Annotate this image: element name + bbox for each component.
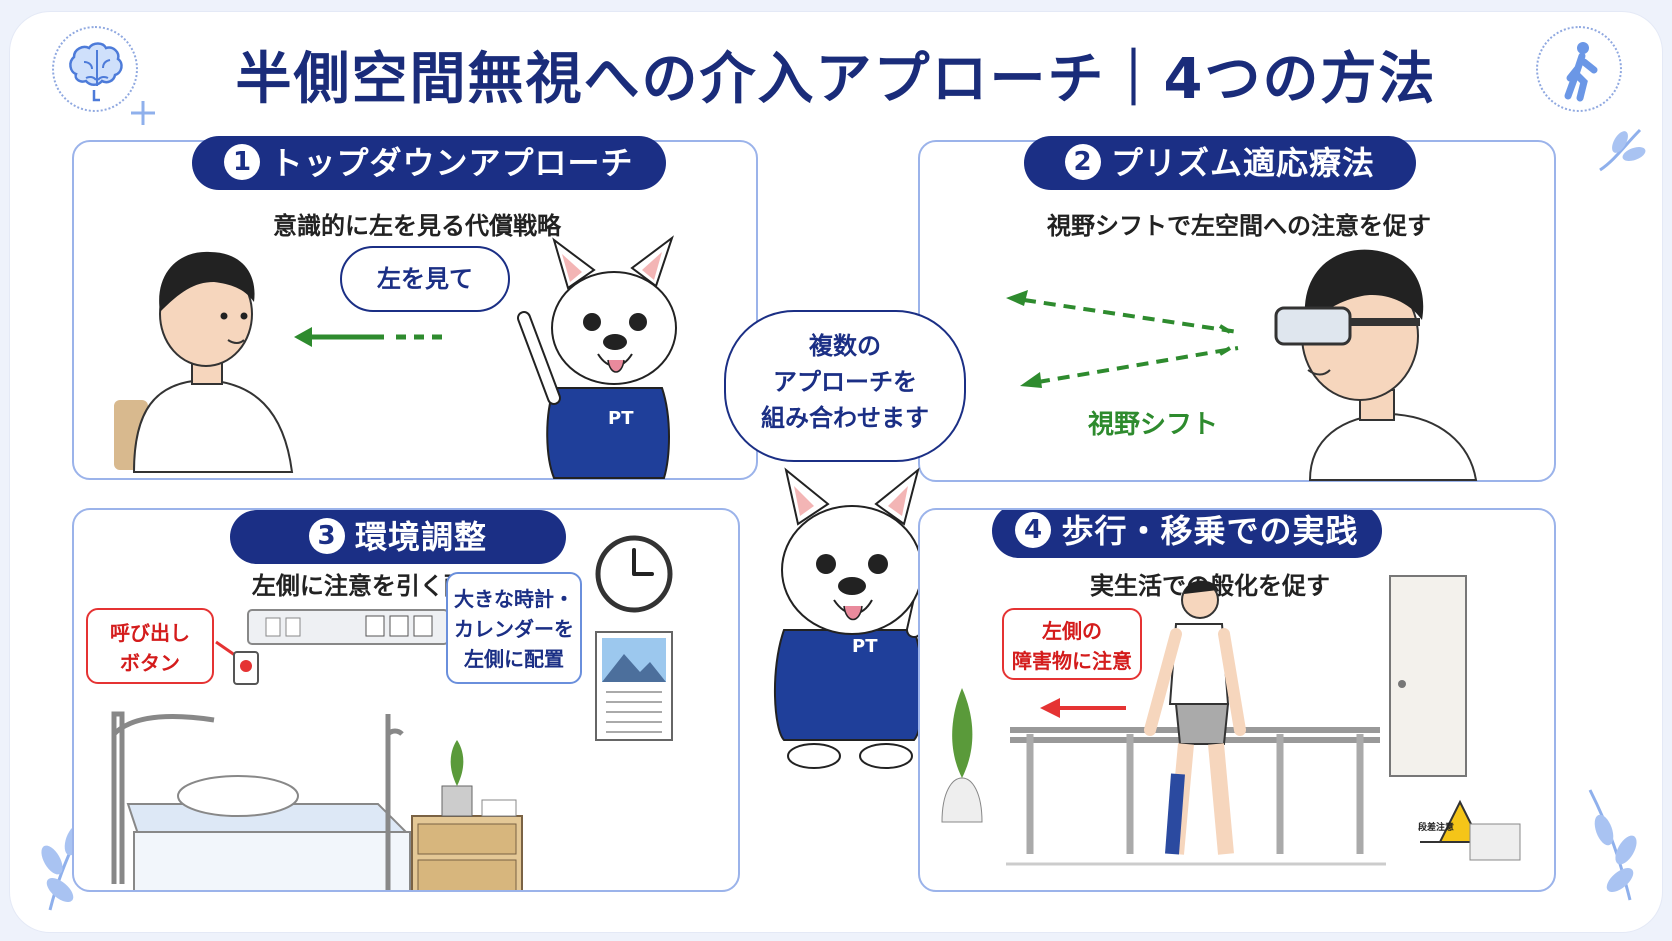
obstacle-note-line-2: 障害物に注意 <box>1012 649 1132 673</box>
clock-note-line-1: 大きな時計・ <box>454 587 574 611</box>
center-bubble-line-2: アプローチを <box>773 368 917 396</box>
heading-text-4: 歩行・移乗での実践 <box>1061 512 1359 550</box>
wall-calendar-icon <box>595 631 673 741</box>
brain-icon <box>69 42 123 102</box>
pt-dog-illustration <box>517 235 677 479</box>
look-left-arrow <box>294 327 444 347</box>
parallel-bars-walking-illustration <box>941 575 1521 866</box>
brain-icon-frame <box>52 26 138 112</box>
step-number-3: 3 <box>308 518 345 554</box>
subtitle-2: 視野シフトで左空間への注意を促す <box>1047 212 1431 240</box>
pt-badge: PT <box>608 408 634 429</box>
step-number-4: 4 <box>1015 512 1052 548</box>
subtitle-1: 意識的に左を見る代償戦略 <box>273 212 561 240</box>
panel-walking-transfer-practice: 4歩行・移乗での実践 実生活での般化を促す 左側の 障害物に注意 段差注意 <box>918 508 1556 892</box>
walker-icon-frame <box>1536 26 1622 112</box>
visual-shift-label: 視野シフト <box>1088 410 1219 440</box>
step-number-2: 2 <box>1064 144 1101 180</box>
sparkle-icon <box>131 101 155 125</box>
clock-note-line-2: カレンダーを <box>454 617 574 641</box>
obstacle-left-arrow <box>1040 698 1126 718</box>
visual-field-shift-arrows <box>1006 290 1239 388</box>
page-title: 半側空間無視への介入アプローチ｜4つの方法 <box>235 47 1437 112</box>
clock-note-line-3: 左側に配置 <box>464 647 564 671</box>
walking-person-icon <box>1564 42 1598 102</box>
obstacle-note: 左側の 障害物に注意 <box>1002 608 1142 680</box>
patient-man-illustration <box>114 251 294 473</box>
heading-text-1: トップダウンアプローチ <box>270 144 634 182</box>
clock-calendar-note: 大きな時計・ カレンダーを 左側に配置 <box>446 572 582 684</box>
obstacle-note-line-1: 左側の <box>1042 619 1102 643</box>
speech-bubble-look-left: 左を見て <box>340 246 510 312</box>
center-speech-bubble: 複数の アプローチを 組み合わせます <box>724 310 966 462</box>
wall-clock-icon <box>595 535 673 613</box>
center-bubble-line-1: 複数の <box>809 332 881 360</box>
step-caution-sign: 段差注意 <box>1418 823 1455 833</box>
pt-dog-center-illustration <box>773 467 940 769</box>
leaf-decoration-icon <box>1599 128 1646 172</box>
man-with-prism-glasses-illustration <box>1274 249 1478 481</box>
heading-text-3: 環境調整 <box>354 518 487 556</box>
leaf-decoration-icon <box>1588 789 1637 901</box>
call-note-line-2: ボタン <box>120 651 180 675</box>
call-note-line-1: 呼び出し <box>110 621 190 645</box>
step-number-1: 1 <box>224 144 261 180</box>
call-button-note: 呼び出し ボタン <box>86 608 214 684</box>
pt-badge-center: PT <box>852 636 878 657</box>
center-bubble-line-3: 組み合わせます <box>761 404 929 432</box>
heading-text-2: プリズム適応療法 <box>1110 144 1375 182</box>
hospital-room-illustration <box>111 609 523 890</box>
